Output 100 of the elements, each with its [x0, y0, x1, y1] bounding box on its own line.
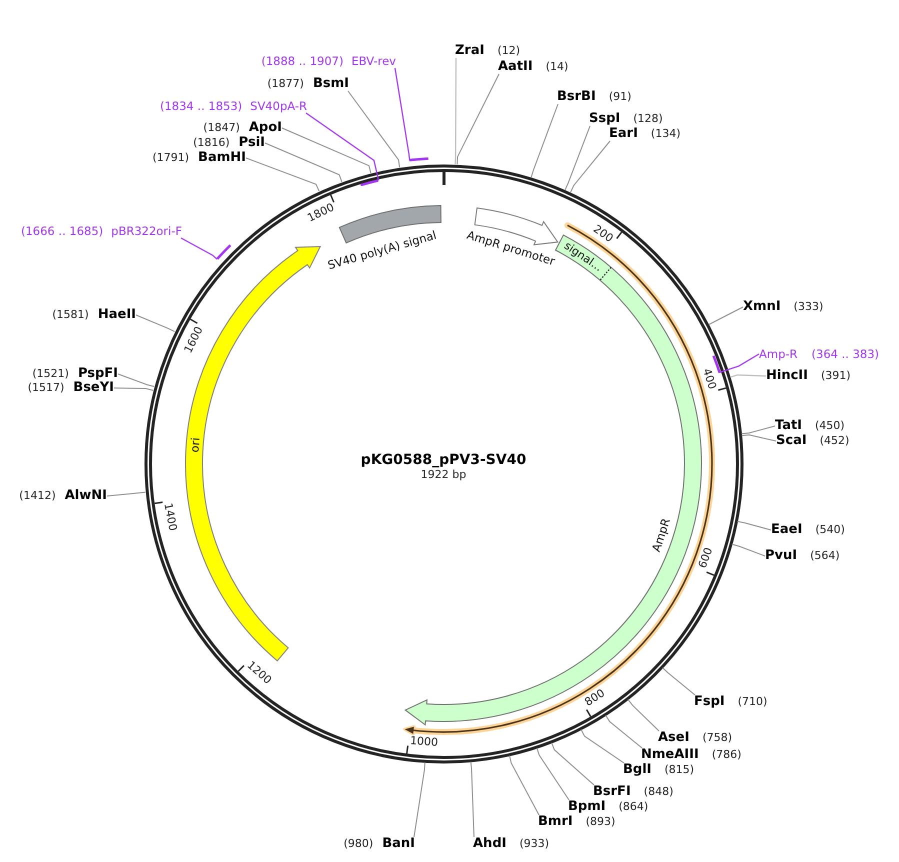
cut-site-position: (893) — [586, 815, 616, 829]
enzyme-name: BamHI — [198, 151, 246, 165]
leader-line — [180, 237, 218, 260]
leader-line — [627, 698, 660, 732]
cut-site-position: (1791) — [152, 151, 190, 165]
enzyme-name: BmrI — [538, 815, 573, 829]
enzyme-name: HincII — [766, 369, 808, 383]
enzyme-name: PvuI — [765, 549, 798, 563]
cut-site-position: (815) — [664, 763, 694, 777]
scale-label: 1400 — [161, 502, 178, 532]
enzyme-name: EaeI — [771, 523, 802, 537]
primer-position: (1888 .. 1907) — [261, 54, 344, 68]
leader-line — [509, 755, 540, 816]
feature-label: AmpR — [649, 516, 674, 554]
primer-mark — [216, 244, 232, 260]
cut-site-position: (333) — [794, 300, 824, 314]
enzyme-name: AlwNI — [64, 489, 107, 503]
cut-site-position: (1877) — [267, 77, 304, 91]
scale-label: 1800 — [305, 202, 336, 225]
cut-site-position: (14) — [546, 60, 568, 74]
leader-line — [264, 142, 342, 182]
enzyme-name: BglI — [623, 763, 652, 777]
cut-site-position: (452) — [820, 434, 850, 448]
leader-line — [394, 68, 410, 160]
cut-site-position: (933) — [519, 837, 550, 851]
cut-site-position: (1847) — [203, 121, 240, 135]
enzyme-name: FspI — [694, 695, 725, 709]
leader-line — [580, 729, 624, 764]
enzyme-name: BsrBI — [557, 90, 596, 104]
cut-site-position: (540) — [815, 523, 845, 537]
leader-line — [530, 104, 558, 178]
leader-line — [564, 126, 590, 190]
cut-site-position: (1521) — [32, 367, 69, 381]
enzyme-name: BsmI — [312, 77, 349, 91]
feature-label: ori — [187, 436, 202, 453]
cut-site-position: (128) — [633, 112, 663, 126]
scale-label: 800 — [582, 687, 607, 709]
cut-site-position: (391) — [820, 369, 851, 383]
enzyme-name: ScaI — [776, 434, 807, 448]
cut-site-position: (864) — [618, 800, 648, 814]
scale-label: 200 — [590, 224, 615, 246]
leader-line — [741, 434, 776, 442]
cut-site-position: (450) — [815, 419, 845, 433]
cut-site-position: (1581) — [52, 308, 89, 322]
enzyme-name: AseI — [658, 731, 690, 745]
enzyme-name: PspFI — [78, 367, 118, 381]
cut-site-position: (91) — [608, 90, 632, 104]
enzyme-name: XmnI — [743, 300, 781, 314]
leader-line — [470, 761, 474, 838]
enzyme-name: SspI — [589, 112, 620, 126]
enzyme-name: BseYI — [73, 381, 114, 395]
cut-site-position: (1412) — [19, 489, 56, 503]
leader-line — [136, 314, 176, 332]
leader-line — [730, 374, 766, 378]
cut-site-position: (710) — [738, 695, 768, 709]
plasmid-size: 1922 bp — [420, 468, 466, 481]
enzyme-name: AatII — [498, 60, 533, 74]
leader-line — [454, 58, 457, 164]
leader-line — [741, 426, 776, 434]
cut-site-position: (134) — [650, 127, 680, 141]
cut-site-position: (12) — [497, 44, 520, 58]
primer-name: pBR322ori-F — [111, 224, 182, 238]
leader-line — [282, 128, 372, 174]
leader-line — [306, 112, 380, 180]
leader-line — [731, 544, 766, 556]
primer-mark — [360, 178, 380, 186]
primer-position: (1666 .. 1685) — [21, 224, 104, 238]
enzyme-name: BpmI — [568, 800, 606, 814]
cut-site-position: (1517) — [28, 381, 64, 395]
scale-label: 400 — [700, 366, 718, 390]
leader-line — [736, 520, 772, 530]
enzyme-name: TatI — [775, 419, 802, 433]
primer-name: Amp-R — [759, 347, 798, 361]
cut-site-position: (786) — [712, 748, 742, 762]
cut-site-position: (758) — [702, 731, 732, 745]
leader-line — [118, 374, 155, 388]
leader-line — [570, 140, 610, 193]
enzyme-name: BanI — [382, 837, 415, 851]
scale-label: 1000 — [410, 734, 438, 749]
leader-line — [719, 353, 760, 374]
leader-line — [246, 158, 320, 192]
enzyme-name: EarI — [609, 127, 638, 141]
primer-position: (364 .. 383) — [812, 347, 880, 361]
leader-line — [414, 762, 426, 838]
primer-position: (1834 .. 1853) — [160, 99, 242, 113]
enzyme-name: ApoI — [248, 121, 282, 135]
leader-line — [551, 742, 594, 786]
scale-label: 1600 — [182, 324, 206, 355]
cut-site-position: (1816) — [193, 136, 230, 150]
leader-line — [456, 74, 500, 165]
primer-mark — [409, 157, 429, 162]
leader-line — [114, 388, 154, 391]
scale-label: 600 — [696, 546, 716, 570]
enzyme-name: HaeII — [98, 308, 136, 322]
leader-line — [348, 90, 400, 168]
primer-name: SV40pA-R — [250, 99, 307, 113]
enzyme-name: ZraI — [455, 44, 484, 58]
leader-line — [106, 492, 146, 496]
enzyme-name: BsrFI — [593, 785, 631, 799]
cut-site-position: (848) — [644, 785, 674, 799]
